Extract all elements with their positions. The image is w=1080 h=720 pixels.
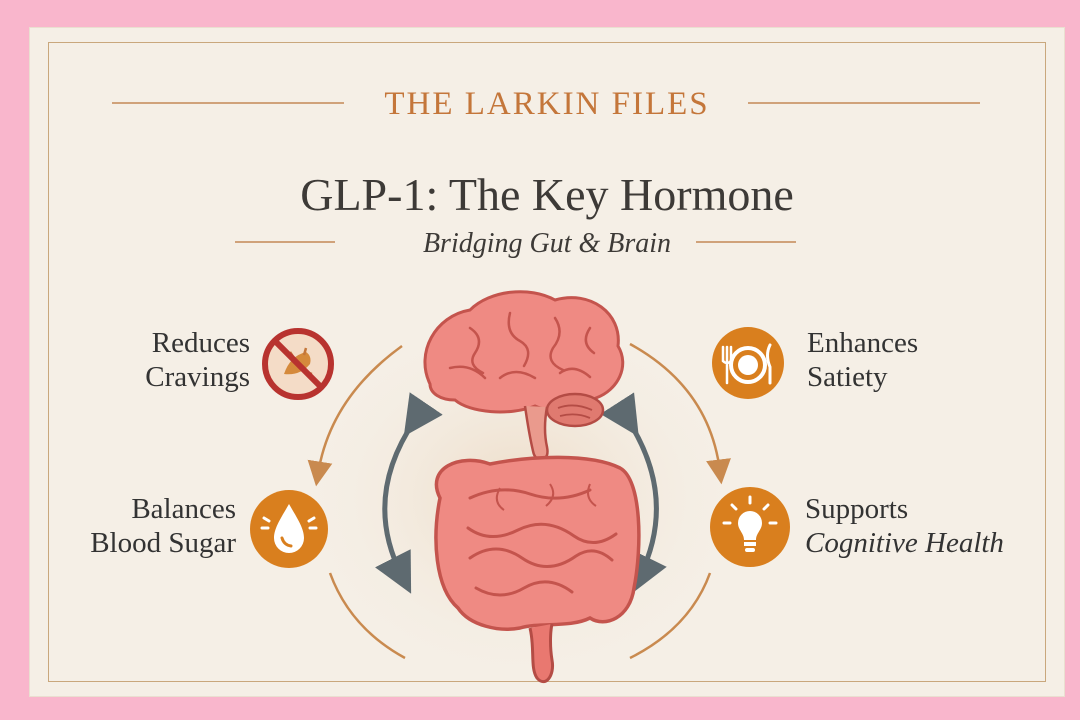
brand-rule-left	[112, 102, 344, 104]
arc-top-right	[629, 342, 731, 485]
benefit-enhances-satiety: Enhances Satiety	[807, 327, 919, 393]
infographic-card: THE LARKIN FILES GLP-1: The Key Hormone …	[30, 28, 1064, 696]
arrow-right	[600, 392, 667, 594]
arrow-left	[375, 392, 443, 594]
lightbulb-icon	[710, 487, 790, 567]
plate-utensils-icon	[712, 327, 784, 399]
page-subtitle: Bridging Gut & Brain	[422, 228, 672, 259]
subtitle-rule-left	[235, 241, 335, 243]
subtitle-rule-right	[696, 241, 796, 243]
intestines-icon	[434, 455, 641, 684]
benefit-balances-blood-sugar: Balances Blood Sugar	[90, 493, 236, 559]
benefit-reduces-cravings: Reduces Cravings	[145, 327, 250, 393]
brand-rule-right	[748, 102, 980, 104]
brand-name: THE LARKIN FILES	[384, 86, 710, 122]
brain-icon	[423, 290, 625, 461]
page-title: GLP-1: The Key Hormone	[300, 169, 794, 220]
arc-top-left	[307, 344, 403, 487]
arc-bottom-right	[629, 572, 712, 660]
blood-drop-icon	[250, 490, 328, 568]
arc-bottom-left	[328, 572, 406, 660]
gut-brain-illustration	[290, 290, 750, 688]
benefit-supports-cognitive-health: Supports Cognitive Health	[805, 493, 1004, 559]
no-craving-icon	[262, 328, 334, 400]
